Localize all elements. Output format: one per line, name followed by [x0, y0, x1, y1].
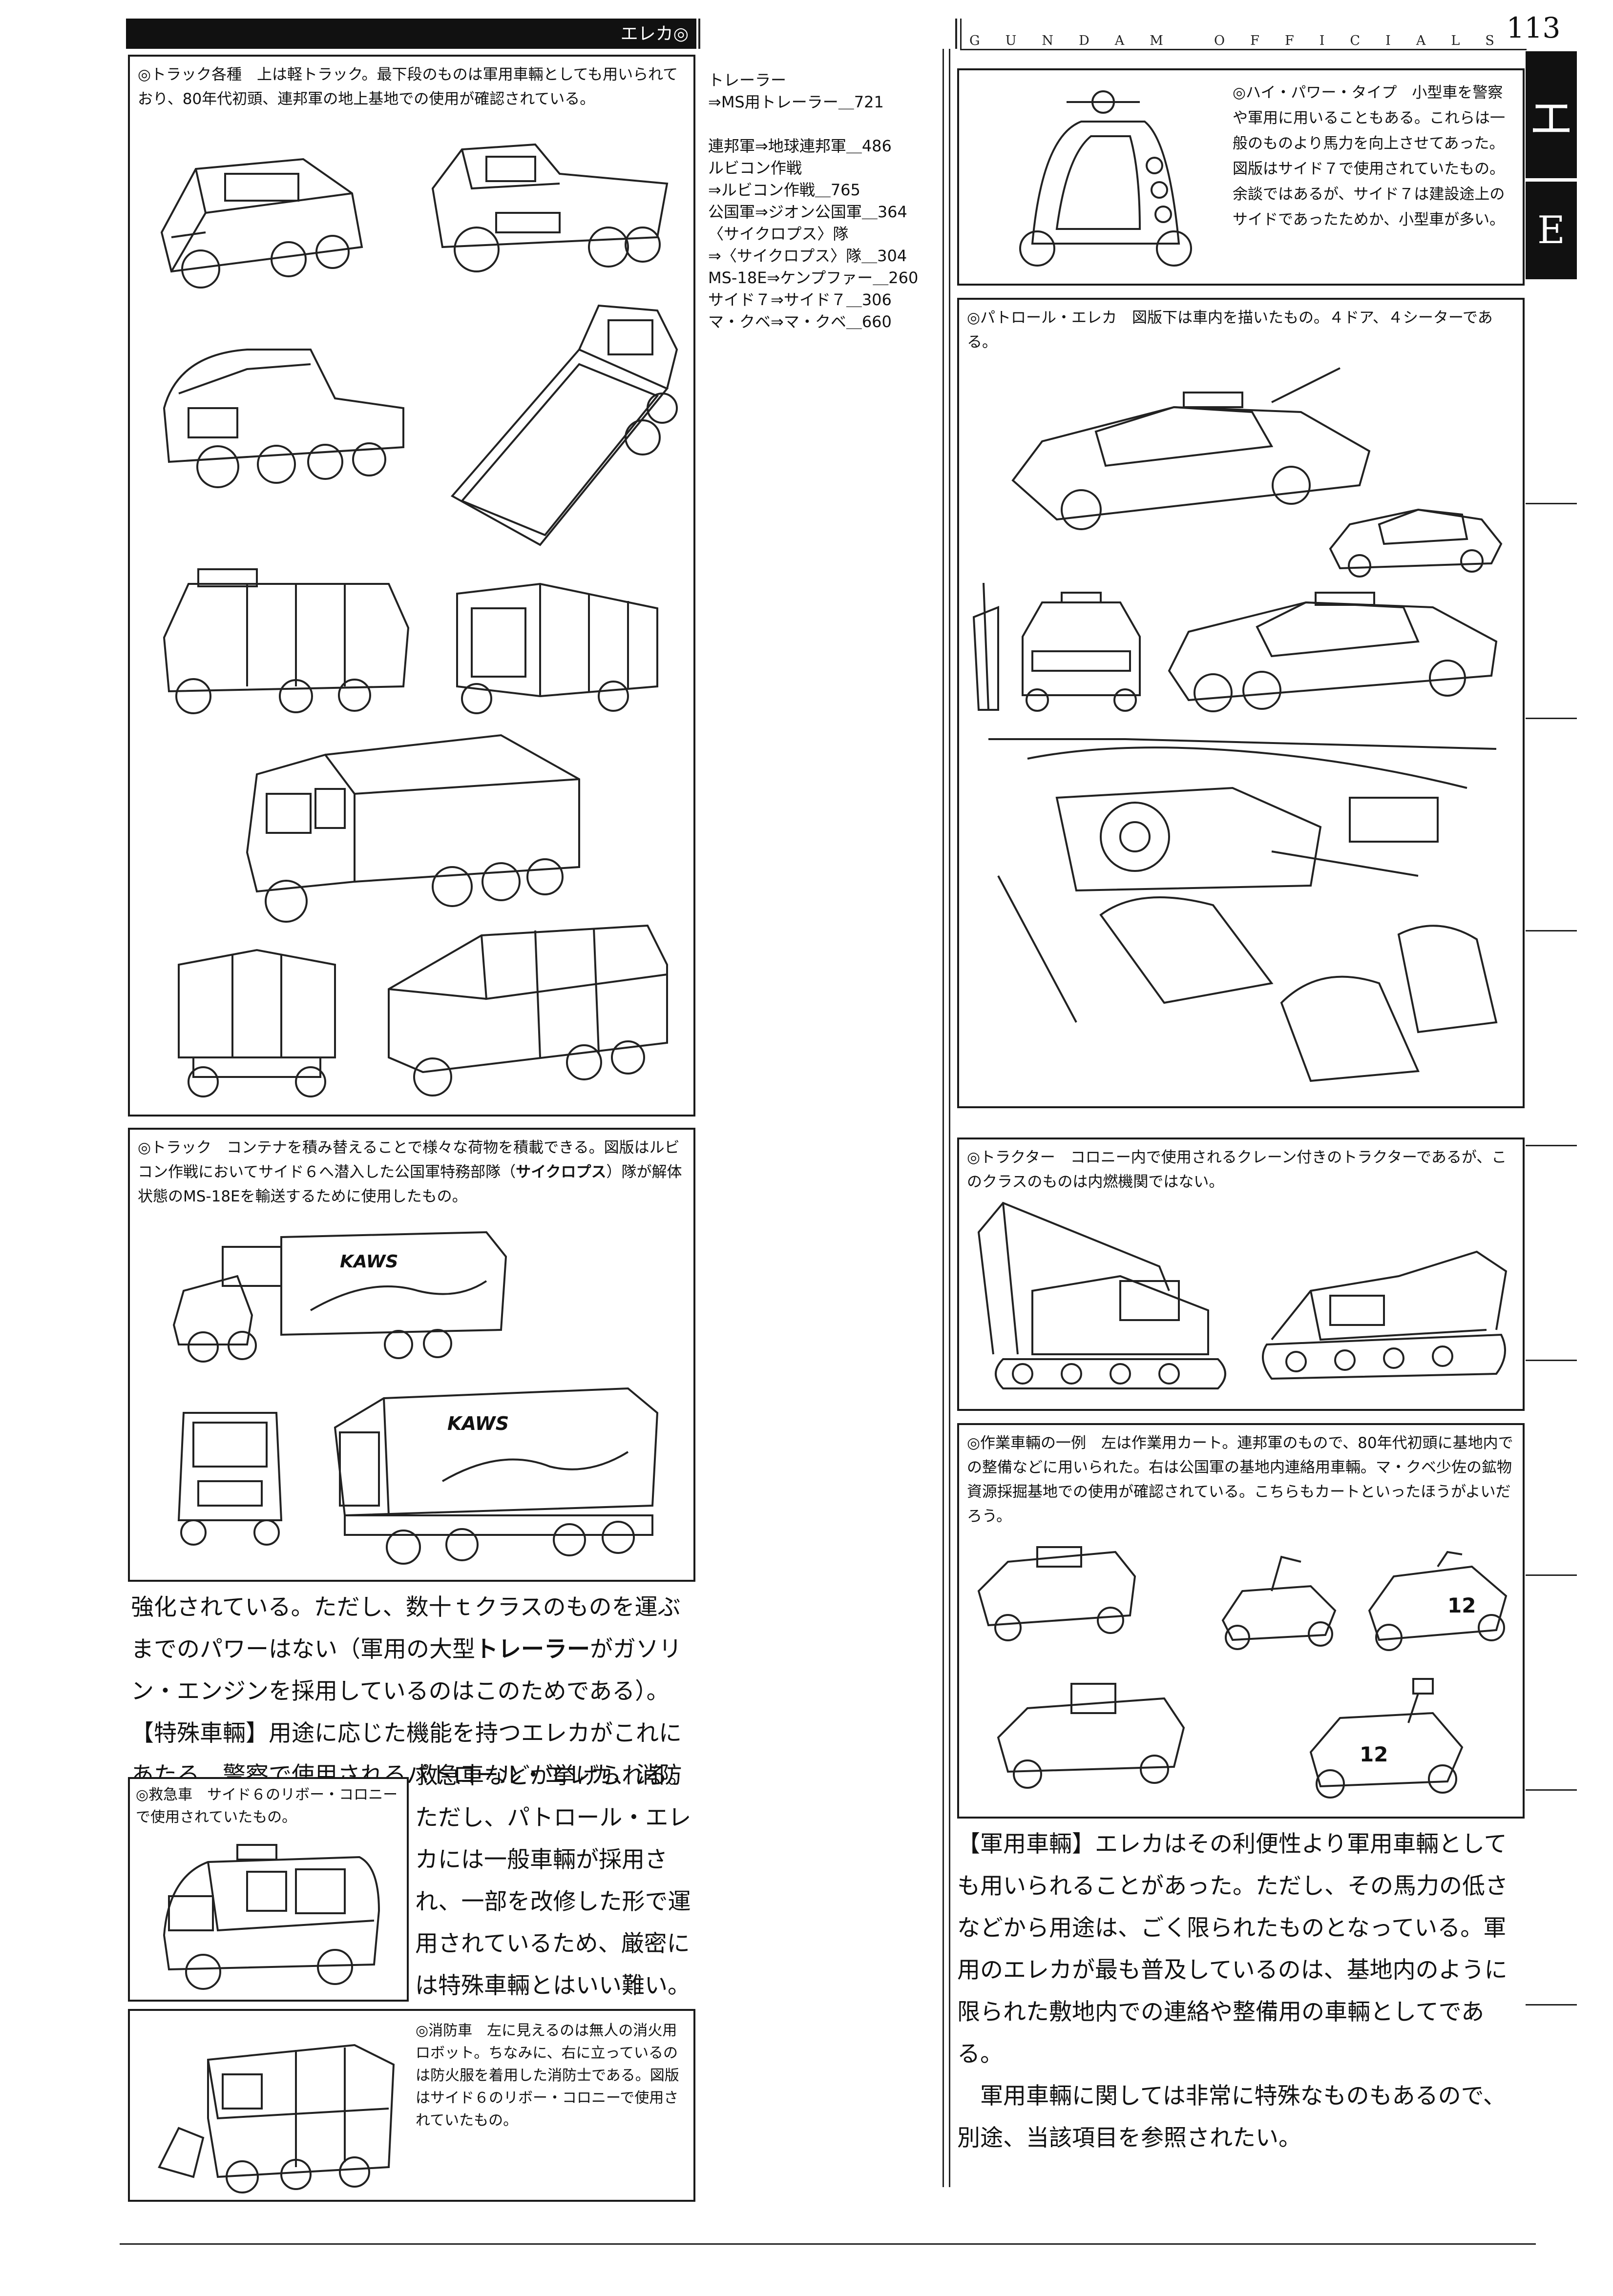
hi-power-panel: ◎ハイ・パワー・タイプ 小型車を警察や軍用に用いることもある。これらは一般のもの… [957, 68, 1525, 286]
index-tab-latin: E [1526, 182, 1577, 279]
kaws-logo-text: KAWS [340, 1252, 398, 1272]
container-truck-side-illustration [374, 916, 687, 1106]
left-body-paragraph-1: 強化されている。ただし、数十ｔクラスのものを運ぶまでのパワーはない（軍用の大型ト… [131, 1587, 697, 1839]
cart-number-label-a: 12 [1447, 1593, 1476, 1617]
margin-tick [1526, 2004, 1577, 2006]
flatbed-truck-illustration [413, 130, 687, 291]
margin-tick [1526, 930, 1577, 931]
ref-item: ⇒MS用トレーラー＿721 [708, 93, 884, 111]
ref-item: サイド７⇒サイド７＿306 [708, 290, 892, 309]
column-divider [943, 49, 944, 2187]
long-flatbed-illustration [433, 291, 687, 564]
military-vehicles-paragraph: 【軍用車輛】エレカはその利便性より軍用車輛としても用いられることがあった。ただし… [957, 1823, 1524, 2159]
container-truck-caption: ◎トラック コンテナを積み替えることで様々な荷物を積載できる。図版はルビコン作戦… [138, 1139, 682, 1205]
hi-power-caption: ◎ハイ・パワー・タイプ 小型車を警察や軍用に用いることもある。これらは一般のもの… [1233, 84, 1505, 228]
truck-types-caption: ◎トラック各種 上は軽トラック。最下段のものは軍用車輛としても用いられており、8… [138, 66, 678, 108]
tractor-caption: ◎トラクター コロニー内で使用されるクレーン付きのトラクターであるが、このクラス… [967, 1149, 1507, 1191]
ref-item: トレーラー [708, 71, 787, 89]
cart-number-label-b: 12 [1360, 1742, 1388, 1766]
header-section-bar [126, 19, 696, 49]
footer-rule [120, 2243, 1536, 2245]
patrol-car-small-illustration [1320, 485, 1511, 583]
work-cart-illustration [969, 1537, 1145, 1645]
container-truck-rear-illustration [159, 935, 355, 1101]
patrol-car-interior-illustration [979, 729, 1506, 1100]
kaws-logo-text-2: KAWS [447, 1413, 509, 1434]
margin-tick [1526, 1145, 1577, 1146]
fire-engine-caption: ◎消防車 左に見えるのは無人の消火用ロボット。ちなみに、右に立っているのは防火服… [416, 2022, 679, 2129]
margin-tick [1526, 718, 1577, 719]
left-body-paragraph-3: 救急車などが挙げられる。ただし、パトロール・エレカには一般車輛が採用され、一部を… [415, 1762, 691, 1999]
kaws-trailer-rear-illustration: KAWS [315, 1369, 677, 1574]
ref-item: 公国軍⇒ジオン公国軍＿364 [708, 203, 907, 221]
fire-engine-panel: ◎消防車 左に見えるのは無人の消火用ロボット。ちなみに、右に立っているのは防火服… [128, 2009, 695, 2202]
crane-tractor-illustration [974, 1193, 1237, 1403]
ref-item: 連邦軍⇒地球連邦軍＿486 [708, 137, 892, 155]
cabover-truck-illustration [149, 320, 423, 506]
hi-power-car-illustration [993, 83, 1208, 278]
cross-reference-list: トレーラー ⇒MS用トレーラー＿721 連邦軍⇒地球連邦軍＿486 ルビコン作戦… [708, 69, 938, 333]
margin-tick [1526, 1574, 1577, 1576]
light-truck-illustration [142, 140, 386, 301]
header-rule [960, 49, 1527, 50]
header-section-label: エレカ◎ [620, 24, 689, 44]
patrol-elecar-caption: ◎パトロール・エレカ 図版下は車内を描いたもの。４ドア、４シーターである。 [967, 309, 1493, 351]
page-number: 113 [1506, 11, 1561, 44]
ref-item: 〈サイクロプス〉隊 [708, 225, 849, 243]
ref-item: ⇒〈サイクロプス〉隊＿304 [708, 247, 907, 265]
ref-item: マ・クベ⇒マ・クベ＿660 [708, 312, 892, 331]
patrol-car-side-illustration [1159, 573, 1506, 720]
kaws-tractor-trailer-illustration: KAWS [164, 1218, 516, 1369]
patrol-elecar-panel: ◎パトロール・エレカ 図版下は車内を描いたもの。４ドア、４シーターである。 [957, 298, 1525, 1108]
index-tab-kana: エ [1526, 51, 1577, 178]
liaison-cart-numbered-illustration: 12 [1360, 1547, 1516, 1659]
ambulance-illustration [149, 1838, 394, 1994]
margin-tick [1526, 503, 1577, 504]
ref-item: MS-18E⇒ケンプファー＿260 [708, 269, 919, 287]
index-tab-kana-text: エ [1529, 93, 1573, 145]
left-body-paragraph-2: 【特殊車輛】用途に応じた機能を持つエレカがこれにあたる。警察で使用されるパトロー… [131, 1720, 682, 1831]
ref-item: ⇒ルビコン作戦＿765 [708, 181, 860, 199]
military-truck-illustration [228, 725, 599, 935]
work-vehicles-panel: ◎作業車輛の一例 左は作業用カート。連邦軍のもので、80年代初頭に基地内での整備… [957, 1423, 1525, 1819]
patrol-car-rear-illustration [969, 578, 1154, 720]
ambulance-caption: ◎救急車 サイド６のリボー・コロニーで使用されていたもの。 [136, 1786, 398, 1826]
index-tab-latin-text: E [1537, 208, 1565, 252]
work-cart-2-illustration [988, 1679, 1194, 1796]
ref-item [708, 113, 938, 135]
header-divider-3 [960, 19, 962, 49]
margin-tick [1526, 1360, 1577, 1361]
liaison-cart-illustration [1213, 1547, 1345, 1655]
work-vehicles-caption: ◎作業車輛の一例 左は作業用カート。連邦軍のもので、80年代初頭に基地内での整備… [967, 1434, 1513, 1525]
header-divider [698, 19, 700, 49]
column-divider [949, 49, 950, 2187]
ref-item: ルビコン作戦 [708, 159, 802, 177]
tractor-panel: ◎トラクター コロニー内で使用されるクレーン付きのトラクターであるが、このクラス… [957, 1138, 1525, 1411]
header-divider-2 [955, 19, 957, 49]
ambulance-panel: ◎救急車 サイド６のリボー・コロニーで使用されていたもの。 [128, 1777, 409, 2002]
box-truck-rear-illustration [442, 564, 672, 725]
liaison-cart-numbered-2-illustration: 12 [1296, 1669, 1477, 1806]
cab-front-illustration [174, 1393, 286, 1554]
military-vehicles-text-1: 【軍用車輛】エレカはその利便性より軍用車輛としても用いられることがあった。ただし… [957, 1831, 1508, 2068]
truck-types-panel: ◎トラック各種 上は軽トラック。最下段のものは軍用車輛としても用いられており、8… [128, 55, 695, 1117]
fire-engine-illustration [149, 2021, 403, 2196]
patrol-car-illustration [998, 358, 1399, 534]
box-truck-front-illustration [149, 564, 423, 725]
military-vehicles-text-2: 軍用車輛に関しては非常に特殊なものもあるので、別途、当該項目を参照されたい。 [957, 2083, 1506, 2151]
crane-tractor-2-illustration [1252, 1232, 1516, 1403]
margin-tick [1526, 1789, 1577, 1791]
container-truck-panel: ◎トラック コンテナを積み替えることで様々な荷物を積載できる。図版はルビコン作戦… [128, 1128, 695, 1582]
